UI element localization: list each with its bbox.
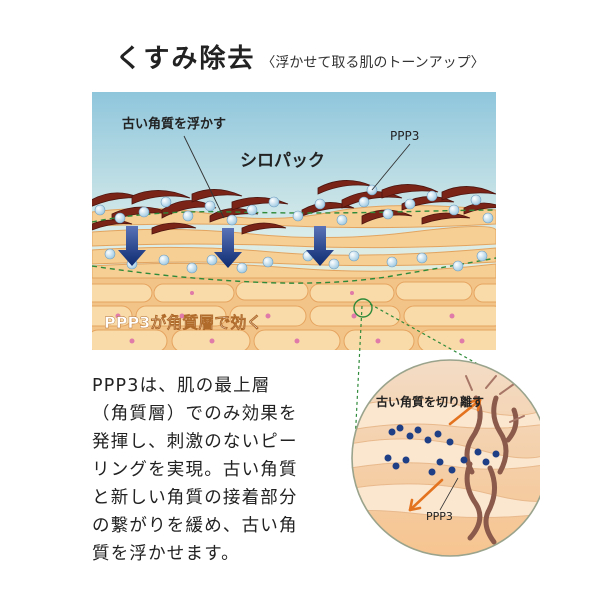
- label-detach: 古い角質を切り離す: [376, 394, 484, 409]
- ppp3-bubbles: [94, 184, 494, 274]
- page-title: くすみ除去〈浮かせて取る肌のトーンアップ〉: [0, 38, 600, 75]
- separation-arrows: [408, 398, 482, 512]
- description-line: PPP3は、肌の最上層: [92, 376, 271, 396]
- label-silopack: シロパック: [240, 151, 325, 171]
- cell-layer: [92, 278, 496, 350]
- description-line: 質を浮かせます。: [92, 544, 240, 564]
- leader-line-ppp3-zoom: [439, 477, 459, 511]
- label-lift: 古い角質を浮かす: [122, 116, 226, 132]
- label-ppp3-zoom: PPP3: [426, 510, 453, 523]
- leader-line-lift: [183, 135, 225, 219]
- zoom-detail-illustration: 古い角質を切り離す PPP3: [300, 290, 549, 560]
- label-ppp3-hero: PPP3: [390, 129, 419, 143]
- stratum-corneum: [92, 204, 496, 279]
- description-line: リングを実現。古い角質: [92, 460, 298, 480]
- skin-layer-illustration: 古い角質を浮かす PPP3 シロパック PPP3が角質層で効く: [92, 92, 496, 350]
- magnify-origin-circle: [353, 298, 373, 318]
- title-main: くすみ除去: [115, 44, 256, 74]
- ppp3-molecules: [384, 424, 500, 476]
- description-line: の繋がりを緩め、古い角: [92, 516, 298, 536]
- title-subtitle: 〈浮かせて取る肌のトーンアップ〉: [261, 55, 485, 71]
- description-text: PPP3は、肌の最上層 （角質層）でのみ効果を 発揮し、刺激のないピー リングを…: [92, 372, 328, 568]
- description-line: （角質層）でのみ効果を: [92, 404, 298, 424]
- leader-line-ppp3: [371, 143, 411, 191]
- description-line: 発揮し、刺激のないピー: [92, 432, 298, 452]
- label-effect: PPP3が角質層で効く: [104, 313, 262, 332]
- description-line: と新しい角質の接着部分: [92, 488, 298, 508]
- downward-arrows: [118, 226, 334, 268]
